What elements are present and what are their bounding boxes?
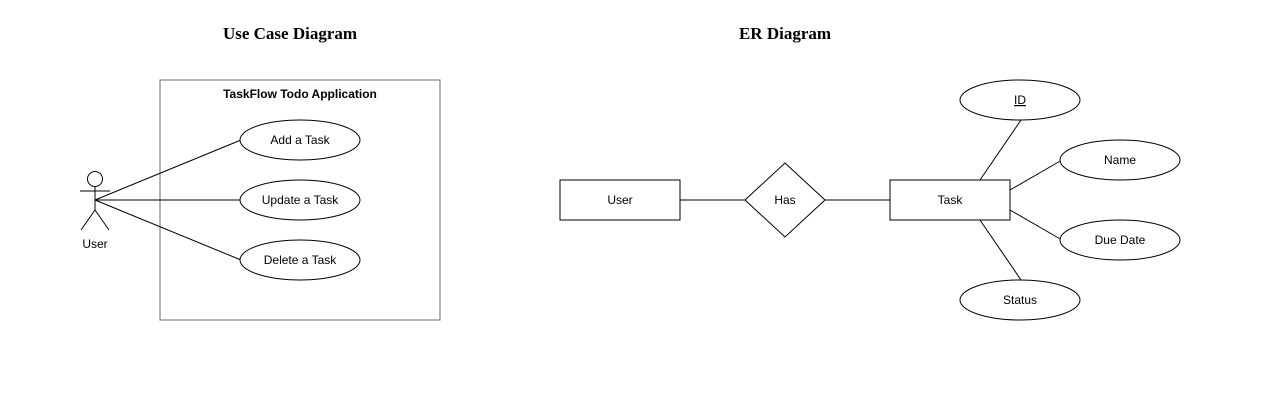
- use-case-ellipse: [239, 239, 361, 281]
- use-case-label: Update a Task: [262, 193, 339, 207]
- use-case-diagram-heading: Use Case Diagram: [223, 24, 357, 43]
- use-case-diagram: Use Case Diagram TaskFlow Todo Applicati…: [80, 24, 441, 321]
- entity-user[interactable]: User: [559, 179, 681, 221]
- entity-box: [559, 179, 681, 221]
- attribute-status[interactable]: Status: [959, 279, 1081, 321]
- attribute-label: Name: [1104, 153, 1136, 167]
- system-boundary-title: TaskFlow Todo Application: [223, 87, 377, 101]
- attribute-ellipse: [1059, 219, 1181, 261]
- use-case-label: Delete a Task: [264, 253, 337, 267]
- connector-task-name: [1009, 159, 1063, 191]
- relationship-diamond: [744, 162, 826, 238]
- actor-user[interactable]: User: [80, 171, 110, 252]
- actor-left-leg: [80, 209, 96, 231]
- actor-head-icon: [87, 171, 103, 187]
- connector-task-id: [979, 119, 1022, 181]
- attribute-name[interactable]: Name: [1059, 139, 1181, 181]
- use-case-label: Add a Task: [270, 133, 330, 147]
- attribute-label: Status: [1003, 293, 1037, 307]
- attribute-ellipse: [959, 79, 1081, 121]
- er-diagram: ER Diagram User Has Task ID Na: [559, 24, 1181, 321]
- entity-label: User: [607, 193, 632, 207]
- use-case-delete-task[interactable]: Delete a Task: [239, 239, 361, 281]
- use-case-ellipse: [239, 119, 361, 161]
- er-diagram-heading: ER Diagram: [739, 24, 831, 43]
- actor-label: User: [82, 237, 107, 251]
- use-case-ellipse: [239, 179, 361, 221]
- association-line-add-task: [94, 139, 242, 201]
- attribute-ellipse: [1059, 139, 1181, 181]
- connector-task-due-date: [1009, 209, 1063, 241]
- attribute-label-primary-key: ID: [1014, 93, 1026, 107]
- use-case-add-task[interactable]: Add a Task: [239, 119, 361, 161]
- connector-task-status: [979, 219, 1022, 281]
- entity-label: Task: [938, 193, 964, 207]
- actor-right-leg: [94, 209, 110, 231]
- entity-task[interactable]: Task: [889, 179, 1011, 221]
- attribute-ellipse: [959, 279, 1081, 321]
- relationship-label: Has: [774, 193, 795, 207]
- association-line-delete-task: [94, 199, 242, 261]
- relationship-has[interactable]: Has: [744, 162, 826, 238]
- attribute-due-date[interactable]: Due Date: [1059, 219, 1181, 261]
- attribute-label: Due Date: [1095, 233, 1146, 247]
- use-case-update-task[interactable]: Update a Task: [239, 179, 361, 221]
- attribute-id[interactable]: ID: [959, 79, 1081, 121]
- entity-box: [889, 179, 1011, 221]
